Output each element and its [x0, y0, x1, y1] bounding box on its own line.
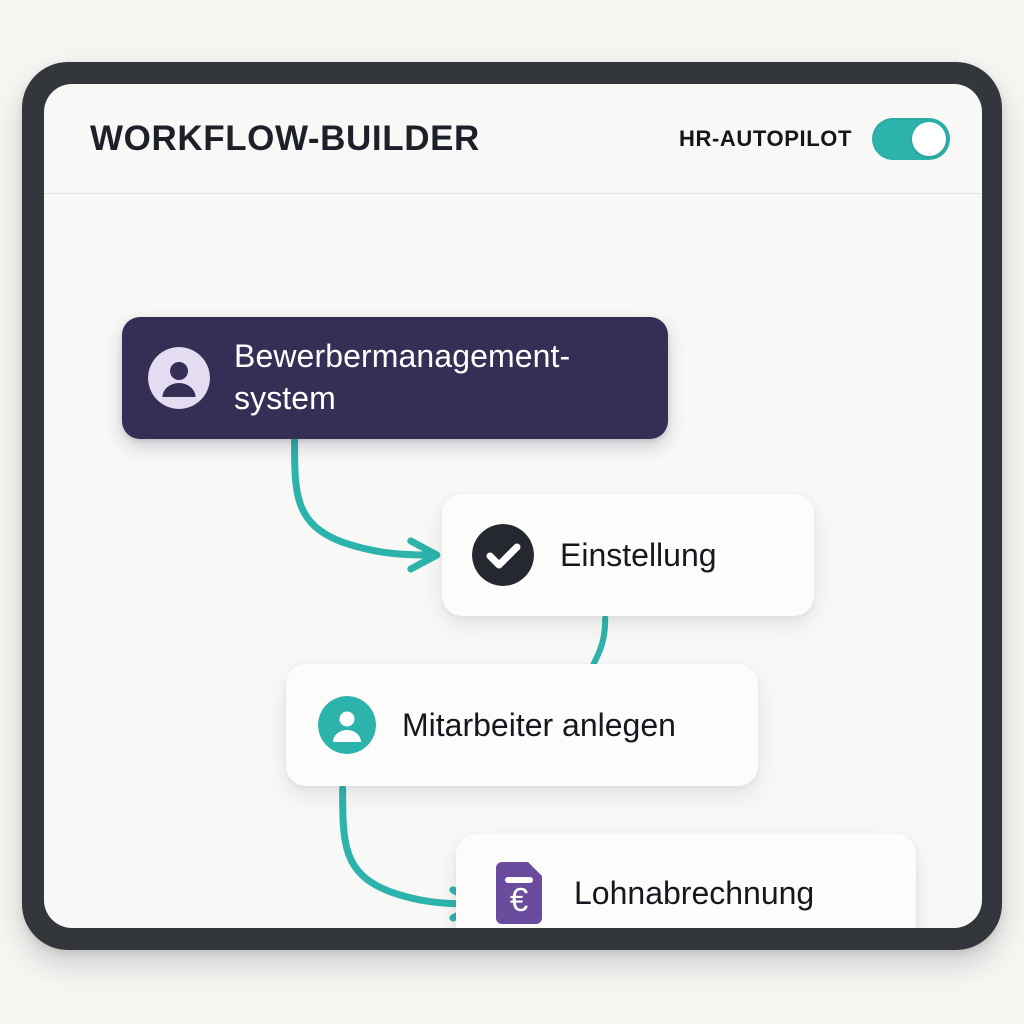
connector-hiring-to-create-employee: [590, 615, 609, 669]
check-circle-icon-svg: [472, 524, 534, 586]
device-frame: WORKFLOW-BUILDER HR-AUTOPILOT: [22, 62, 1002, 950]
autopilot-group: HR-AUTOPILOT: [678, 117, 950, 160]
toggle-knob: [912, 121, 946, 156]
node-label-line1: Bewerbermanagement-: [234, 338, 571, 375]
workflow-canvas[interactable]: Bewerbermanagement- system Einstellung: [44, 194, 982, 928]
person-circle-icon-svg: [148, 347, 210, 409]
app-screen: WORKFLOW-BUILDER HR-AUTOPILOT: [44, 84, 982, 928]
person-circle-icon: [148, 347, 210, 409]
person-circle-teal-icon-svg: [318, 696, 376, 754]
node-label-source: Bewerbermanagement- system: [234, 336, 570, 419]
workflow-node-create-employee[interactable]: Mitarbeiter anlegen: [286, 664, 758, 786]
app-header: WORKFLOW-BUILDER HR-AUTOPILOT: [44, 84, 982, 194]
node-label-payroll: Lohnabrechnung: [574, 874, 815, 911]
euro-invoice-icon-svg: €: [496, 862, 542, 924]
node-label-hiring: Einstellung: [560, 536, 717, 573]
autopilot-label: HR-AUTOPILOT: [678, 125, 852, 151]
page-title: WORKFLOW-BUILDER: [90, 118, 480, 158]
node-label-line2: system: [234, 380, 336, 416]
svg-text:€: €: [510, 881, 528, 918]
euro-invoice-icon: €: [490, 862, 548, 924]
check-circle-icon: [472, 524, 534, 586]
workflow-node-payroll[interactable]: € Lohnabrechnung: [456, 834, 916, 928]
hr-autopilot-toggle[interactable]: [872, 117, 950, 160]
workflow-node-source[interactable]: Bewerbermanagement- system: [122, 317, 668, 439]
node-label-create-employee: Mitarbeiter anlegen: [402, 706, 676, 743]
workflow-node-hiring[interactable]: Einstellung: [442, 494, 814, 616]
person-circle-teal-icon: [318, 696, 376, 754]
connector-source-to-hiring: [291, 437, 441, 573]
